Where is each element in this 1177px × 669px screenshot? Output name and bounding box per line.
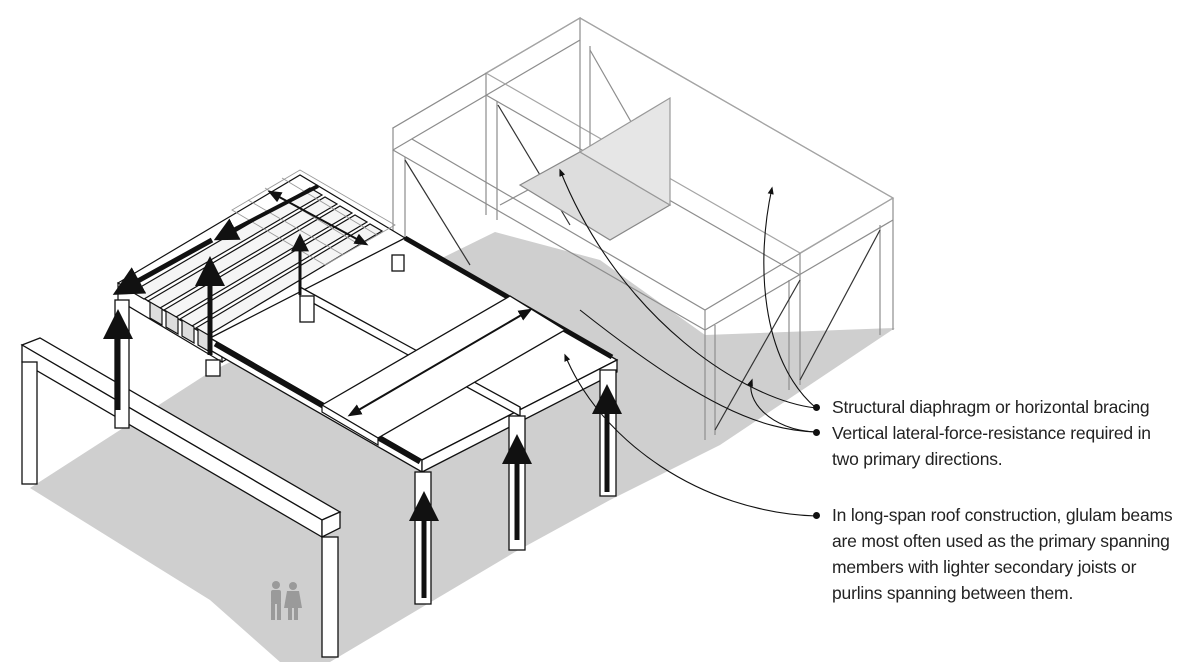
callout-diaphragm: Structural diaphragm or horizontal braci… (832, 394, 1149, 420)
callout-dot-diaphragm (813, 404, 820, 411)
callout-dot-glulam (813, 512, 820, 519)
callout-lateral-resistance: Vertical lateral-force-resistance requir… (832, 420, 1151, 472)
callout-glulam-beams: In long-span roof construction, glulam b… (832, 502, 1172, 606)
callout-line: In long-span roof construction, glulam b… (832, 502, 1172, 528)
callout-line: Structural diaphragm or horizontal braci… (832, 394, 1149, 420)
callout-line: members with lighter secondary joists or (832, 554, 1172, 580)
callout-line: Vertical lateral-force-resistance requir… (832, 420, 1151, 446)
callout-line: two primary directions. (832, 446, 1151, 472)
callout-dot-lateral (813, 429, 820, 436)
callout-line: purlins spanning between them. (832, 580, 1172, 606)
callout-line: are most often used as the primary spann… (832, 528, 1172, 554)
